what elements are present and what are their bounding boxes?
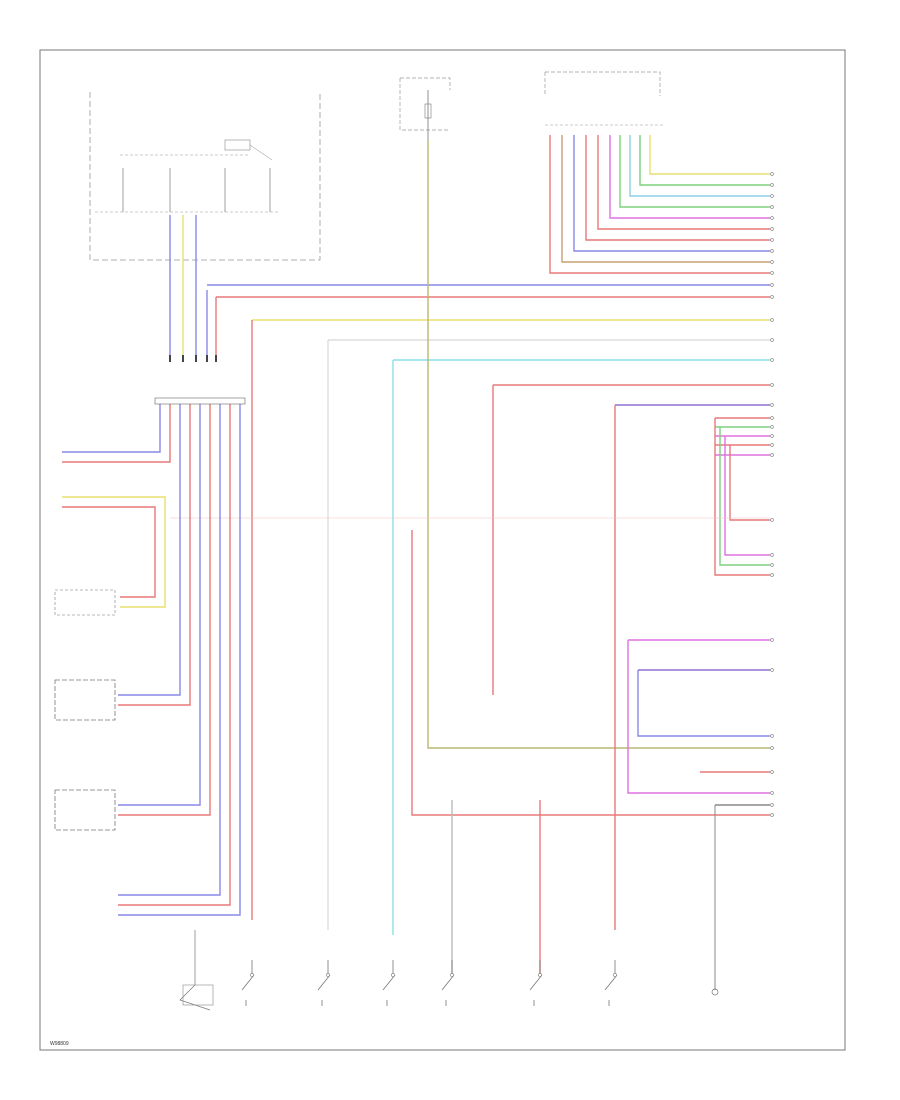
connector-markers — [154, 355, 246, 405]
connector-pin — [770, 443, 774, 447]
connector-pin — [770, 770, 774, 774]
wire-green — [639, 135, 770, 186]
connector-pin — [770, 249, 774, 253]
wire-red-sensor — [729, 445, 770, 521]
connector-pin — [770, 358, 774, 362]
wire-red-long — [411, 530, 770, 816]
wire-pink — [609, 135, 770, 219]
connector-pin — [770, 416, 774, 420]
wire-pink-down — [724, 436, 770, 556]
engine-ecu-box — [54, 679, 116, 721]
ground-symbols — [179, 930, 719, 1011]
connector-pin — [770, 453, 774, 457]
switch-contact — [250, 973, 254, 977]
wire-cyan — [629, 135, 770, 197]
wire-yellow-fuel — [62, 496, 166, 608]
wire-yellow — [649, 135, 770, 175]
connector-pin — [770, 318, 774, 322]
connector-pin — [770, 216, 774, 220]
wire-blue-lower — [637, 670, 770, 737]
connector-pin — [770, 638, 774, 642]
connector-pin — [770, 813, 774, 817]
wire-pink-loop — [627, 640, 770, 794]
connector-pin — [770, 205, 774, 209]
wire-olive — [427, 140, 770, 749]
combination-meter-top — [544, 71, 665, 126]
connector-pin — [770, 295, 774, 299]
fuel-sensor-box — [54, 589, 116, 616]
connector-pin — [770, 425, 774, 429]
switch-symbol — [317, 960, 331, 1006]
bottom-switches — [241, 960, 618, 1006]
wire-red-fuel — [62, 506, 156, 598]
switch-symbol — [529, 960, 543, 1006]
connector-pin — [770, 238, 774, 242]
wire-red-down — [714, 418, 770, 576]
wire-blue-side — [62, 400, 161, 453]
switch-contact — [391, 973, 395, 977]
right-connector-pins — [770, 172, 774, 817]
wire-red-3 — [549, 135, 770, 274]
wire-blue-abs — [118, 400, 201, 806]
connector-pin — [770, 563, 774, 567]
connector-pin — [770, 668, 774, 672]
wire-blue — [573, 135, 770, 252]
wire-red-abs — [118, 400, 211, 816]
wire-blue-ecm-2 — [118, 400, 241, 916]
connector-pin — [770, 194, 774, 198]
wire-blue-meter — [118, 400, 181, 696]
wire-blue-ecm — [118, 400, 221, 896]
wire-red-meter-2 — [118, 400, 191, 706]
connector-pin — [770, 553, 774, 557]
connector-pin — [770, 518, 774, 522]
switch-symbol — [241, 960, 255, 1006]
wire-red — [597, 135, 770, 230]
switch-contact — [538, 973, 542, 977]
switch-symbol — [604, 960, 618, 1006]
connector-pin — [770, 734, 774, 738]
connector-pin — [770, 383, 774, 387]
fuse-block — [399, 77, 451, 140]
wire-green-2 — [619, 135, 770, 208]
wire-red-2 — [585, 135, 770, 241]
figure-id: W98809 — [50, 1041, 69, 1047]
wire-harness — [62, 135, 770, 990]
connector-pin — [770, 260, 774, 264]
top-left-module — [89, 92, 321, 261]
connector-pin — [770, 183, 774, 187]
connector-pin — [770, 791, 774, 795]
connector-pin — [770, 227, 774, 231]
switch-contact — [326, 973, 330, 977]
connector-pin — [770, 403, 774, 407]
connector-pin — [770, 283, 774, 287]
diagram-border — [39, 49, 846, 1051]
switch-contact — [613, 973, 617, 977]
left-components — [54, 589, 116, 831]
switch-contact — [450, 973, 454, 977]
connector-pin — [770, 573, 774, 577]
wire-green-down — [719, 427, 770, 566]
connector-pin — [770, 172, 774, 176]
connector-pin — [770, 271, 774, 275]
connector-pin — [770, 434, 774, 438]
wire-red-ecm — [118, 400, 231, 906]
connector-pin — [770, 803, 774, 807]
switch-symbol — [441, 960, 455, 1006]
connector-pin — [770, 746, 774, 750]
wire-brown — [561, 135, 770, 263]
switch-symbol — [382, 960, 396, 1006]
wire-red-side — [62, 400, 171, 463]
connector-pin — [770, 338, 774, 342]
abs-ecu-box — [54, 789, 116, 831]
